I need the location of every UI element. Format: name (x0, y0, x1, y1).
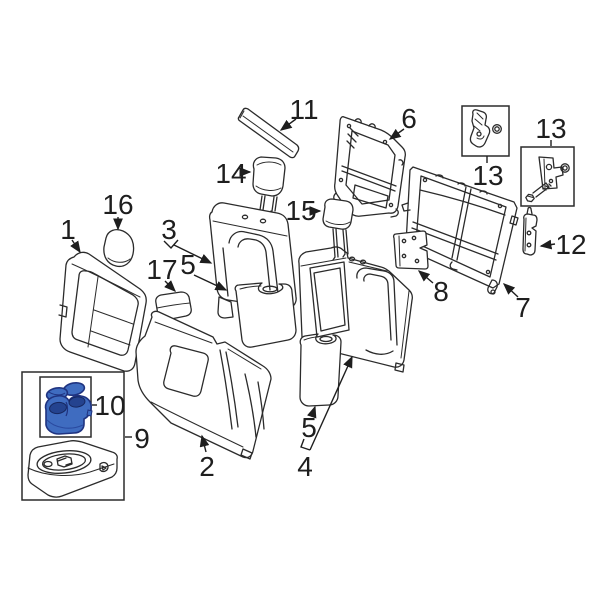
callout-4: 4 (297, 451, 313, 482)
leader-5b (307, 405, 317, 419)
part-16-bolster-pad (103, 229, 135, 268)
leader-12 (539, 239, 556, 250)
part-11-trim-strip (237, 107, 300, 159)
part-3-seat-back-cover (208, 202, 297, 319)
leader-lines (70, 118, 556, 453)
callout-13a: 13 (472, 160, 503, 191)
leader-11 (279, 118, 297, 131)
callout-11: 11 (289, 94, 318, 125)
part-5-foam-pad-center (299, 333, 342, 407)
bolt (525, 182, 552, 203)
callout-16: 16 (102, 189, 133, 220)
callout-1: 1 (60, 214, 76, 245)
part-15-headrest (322, 198, 354, 261)
callout-6: 6 (401, 103, 417, 134)
leader-6 (388, 128, 405, 140)
part-9-armrest (27, 439, 118, 498)
callout-14: 14 (215, 158, 246, 189)
leader-1 (70, 239, 81, 254)
leader-7 (502, 283, 519, 298)
part-12-bracket (522, 206, 538, 256)
leader-3 (173, 244, 213, 264)
callout-8: 8 (433, 276, 449, 307)
part-14-headrest (252, 156, 286, 215)
washer-ring (560, 163, 570, 173)
callout-7: 7 (515, 292, 531, 323)
callout-13b: 13 (535, 113, 566, 144)
leader-8 (417, 270, 434, 284)
callout-labels: 1 16 11 14 3 5 17 15 6 13 13 12 7 8 2 5 … (60, 94, 586, 482)
callout-5b: 5 (301, 412, 317, 443)
part-5-foam-pad-left (234, 282, 297, 348)
leader-5a (193, 274, 228, 291)
washer-ring (492, 124, 502, 134)
part-7-seat-back-frame (401, 166, 519, 295)
callout-box-9 (21, 371, 125, 501)
callout-17: 17 (146, 254, 177, 285)
part-10-cupholder (44, 382, 93, 435)
callout-12: 12 (555, 229, 586, 260)
callout-box-13a (461, 105, 510, 157)
callout-15: 15 (285, 195, 316, 226)
callout-3: 3 (161, 214, 177, 245)
callout-10: 10 (94, 390, 125, 421)
callout-2: 2 (199, 451, 215, 482)
part-1-seat-back-cover (58, 251, 147, 372)
bracket-3 (163, 239, 179, 250)
leader-2 (199, 434, 210, 453)
callout-box-13b (520, 146, 575, 207)
part-8-bracket-plate (392, 230, 429, 270)
leader-4 (309, 355, 353, 451)
callout-5a: 5 (180, 249, 196, 280)
callout-9: 9 (134, 423, 150, 454)
leader-17 (164, 280, 176, 292)
part-2-seat-cushion (135, 310, 272, 460)
bracket-4 (300, 438, 311, 451)
